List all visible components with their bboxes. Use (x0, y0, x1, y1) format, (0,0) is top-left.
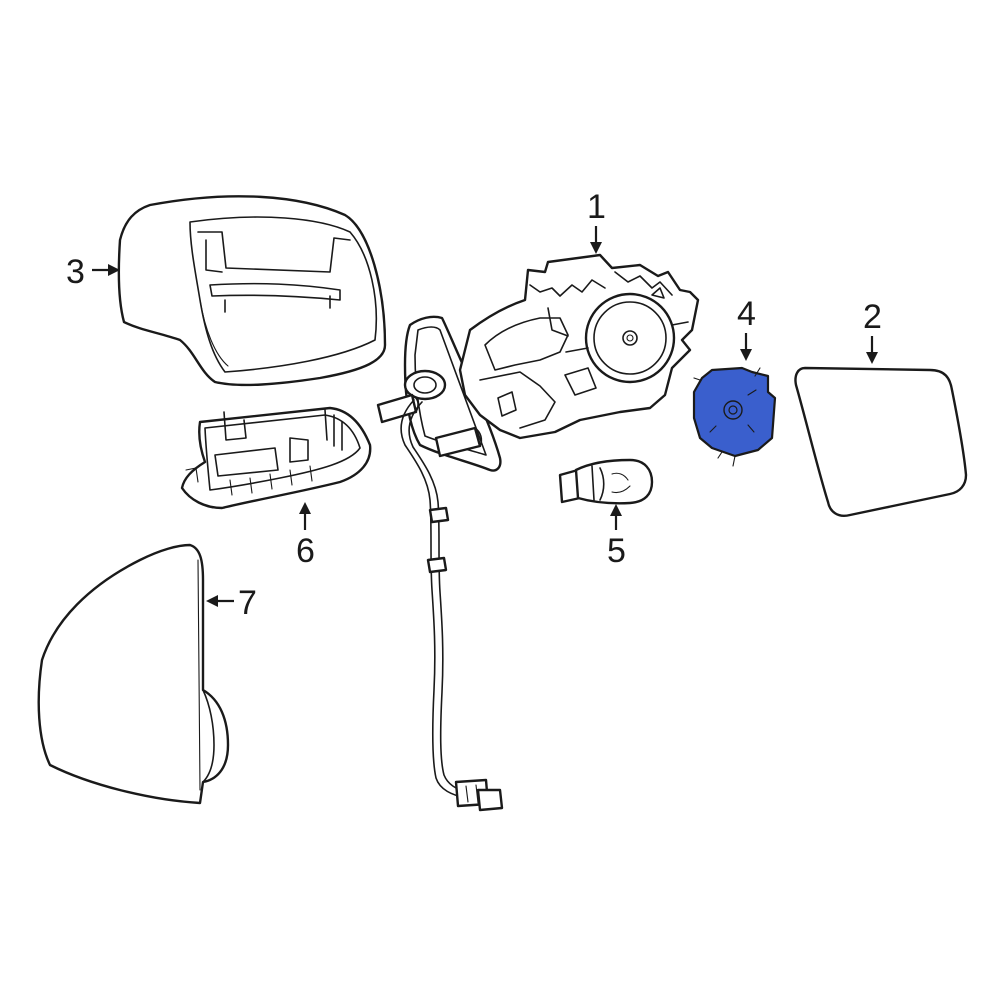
lower-mirror-cap[interactable] (180, 406, 372, 510)
callout-arrows (92, 226, 878, 607)
mirror-housing-cover[interactable] (117, 195, 387, 387)
mirror-glass[interactable] (794, 366, 968, 517)
callout-6: 6 (296, 532, 315, 570)
bulb[interactable] (558, 458, 654, 505)
callout-2: 2 (863, 298, 882, 336)
mirror-base-cover[interactable] (37, 543, 230, 805)
callout-4: 4 (737, 295, 756, 333)
callout-3: 3 (66, 253, 85, 291)
wiring-harness[interactable] (400, 399, 504, 812)
mirror-motor-assembly[interactable] (376, 253, 700, 472)
callout-7: 7 (238, 584, 257, 622)
callout-5: 5 (607, 532, 626, 570)
callout-1: 1 (587, 188, 606, 226)
mirror-backing-plate[interactable] (692, 366, 777, 467)
